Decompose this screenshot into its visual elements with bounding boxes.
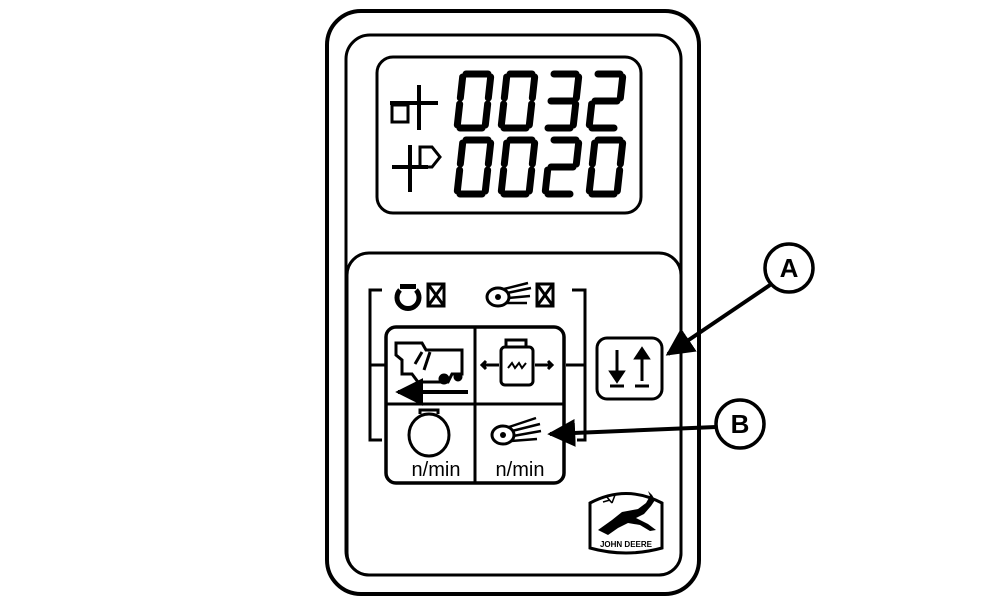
callout-b-letter: B — [731, 409, 750, 439]
leaping-deer-icon — [598, 491, 656, 535]
combine-travel-icon — [394, 341, 468, 406]
segment-f — [500, 139, 511, 168]
segment-f — [500, 73, 511, 102]
segment-e — [541, 166, 552, 195]
down-up-arrows-icon — [608, 346, 651, 388]
engine-status-indicator — [394, 282, 446, 311]
lcd-row-1-digit-3 — [544, 70, 583, 132]
callout-b: B — [547, 398, 766, 450]
threshing-drum-icon — [485, 281, 532, 308]
segment-e — [585, 100, 596, 129]
toggle-button[interactable] — [595, 336, 664, 401]
segment-b — [616, 139, 627, 168]
crossed-box-icon — [535, 282, 555, 308]
segment-b — [572, 139, 583, 168]
segment-c — [525, 166, 536, 195]
segment-c — [481, 100, 492, 129]
segment-e — [497, 100, 508, 129]
crossed-box-icon — [426, 282, 446, 308]
segment-f — [456, 139, 467, 168]
segment-c — [525, 100, 536, 129]
grain-tank-cell[interactable] — [477, 329, 563, 403]
lcd-row-2-digit-3 — [541, 136, 583, 198]
lcd-row-2-digit-2 — [497, 136, 539, 198]
drum-speed-cell[interactable]: n/min — [477, 406, 563, 481]
lcd-row-2-digit-1 — [453, 136, 495, 198]
threshing-drum-icon — [490, 416, 542, 446]
drum-speed-unit: n/min — [496, 459, 545, 481]
segment-b — [528, 139, 539, 168]
segment-c — [569, 100, 580, 129]
logo-text: JOHN DEERE — [600, 540, 653, 549]
segment-b — [572, 73, 583, 102]
engine-speed-cell[interactable]: n/min — [388, 406, 474, 481]
segment-b — [528, 73, 539, 102]
callout-a: A — [665, 242, 815, 356]
lcd-row-2-digit-4 — [585, 136, 627, 198]
segment-e — [497, 166, 508, 195]
segment-f — [456, 73, 467, 102]
grain-tank-icon — [479, 338, 555, 387]
segment-c — [481, 166, 492, 195]
segment-e — [585, 166, 596, 195]
lcd-row-1-digit-1 — [453, 70, 495, 132]
area-counter-icon — [392, 145, 442, 192]
grid-brackets — [368, 288, 587, 442]
engine-icon — [394, 284, 422, 311]
lcd-row-1-digit-4 — [585, 70, 627, 132]
segment-f — [588, 139, 599, 168]
lcd-row-2 — [453, 136, 627, 198]
segment-e — [453, 166, 464, 195]
lcd-row-1 — [453, 70, 627, 132]
segment-e — [453, 100, 464, 129]
john-deere-logo: JOHN DEERE — [588, 491, 664, 555]
engine-icon — [407, 408, 451, 458]
callout-a-letter: A — [780, 253, 799, 283]
travel-speed-cell[interactable] — [388, 329, 474, 406]
segment-c — [613, 166, 624, 195]
segment-b — [484, 139, 495, 168]
lcd-row-1-digit-2 — [497, 70, 539, 132]
segment-b — [484, 73, 495, 102]
segment-b — [616, 73, 627, 102]
drum-status-indicator — [485, 281, 555, 308]
engine-speed-unit: n/min — [412, 459, 461, 481]
ground-speed-icon — [390, 85, 438, 130]
